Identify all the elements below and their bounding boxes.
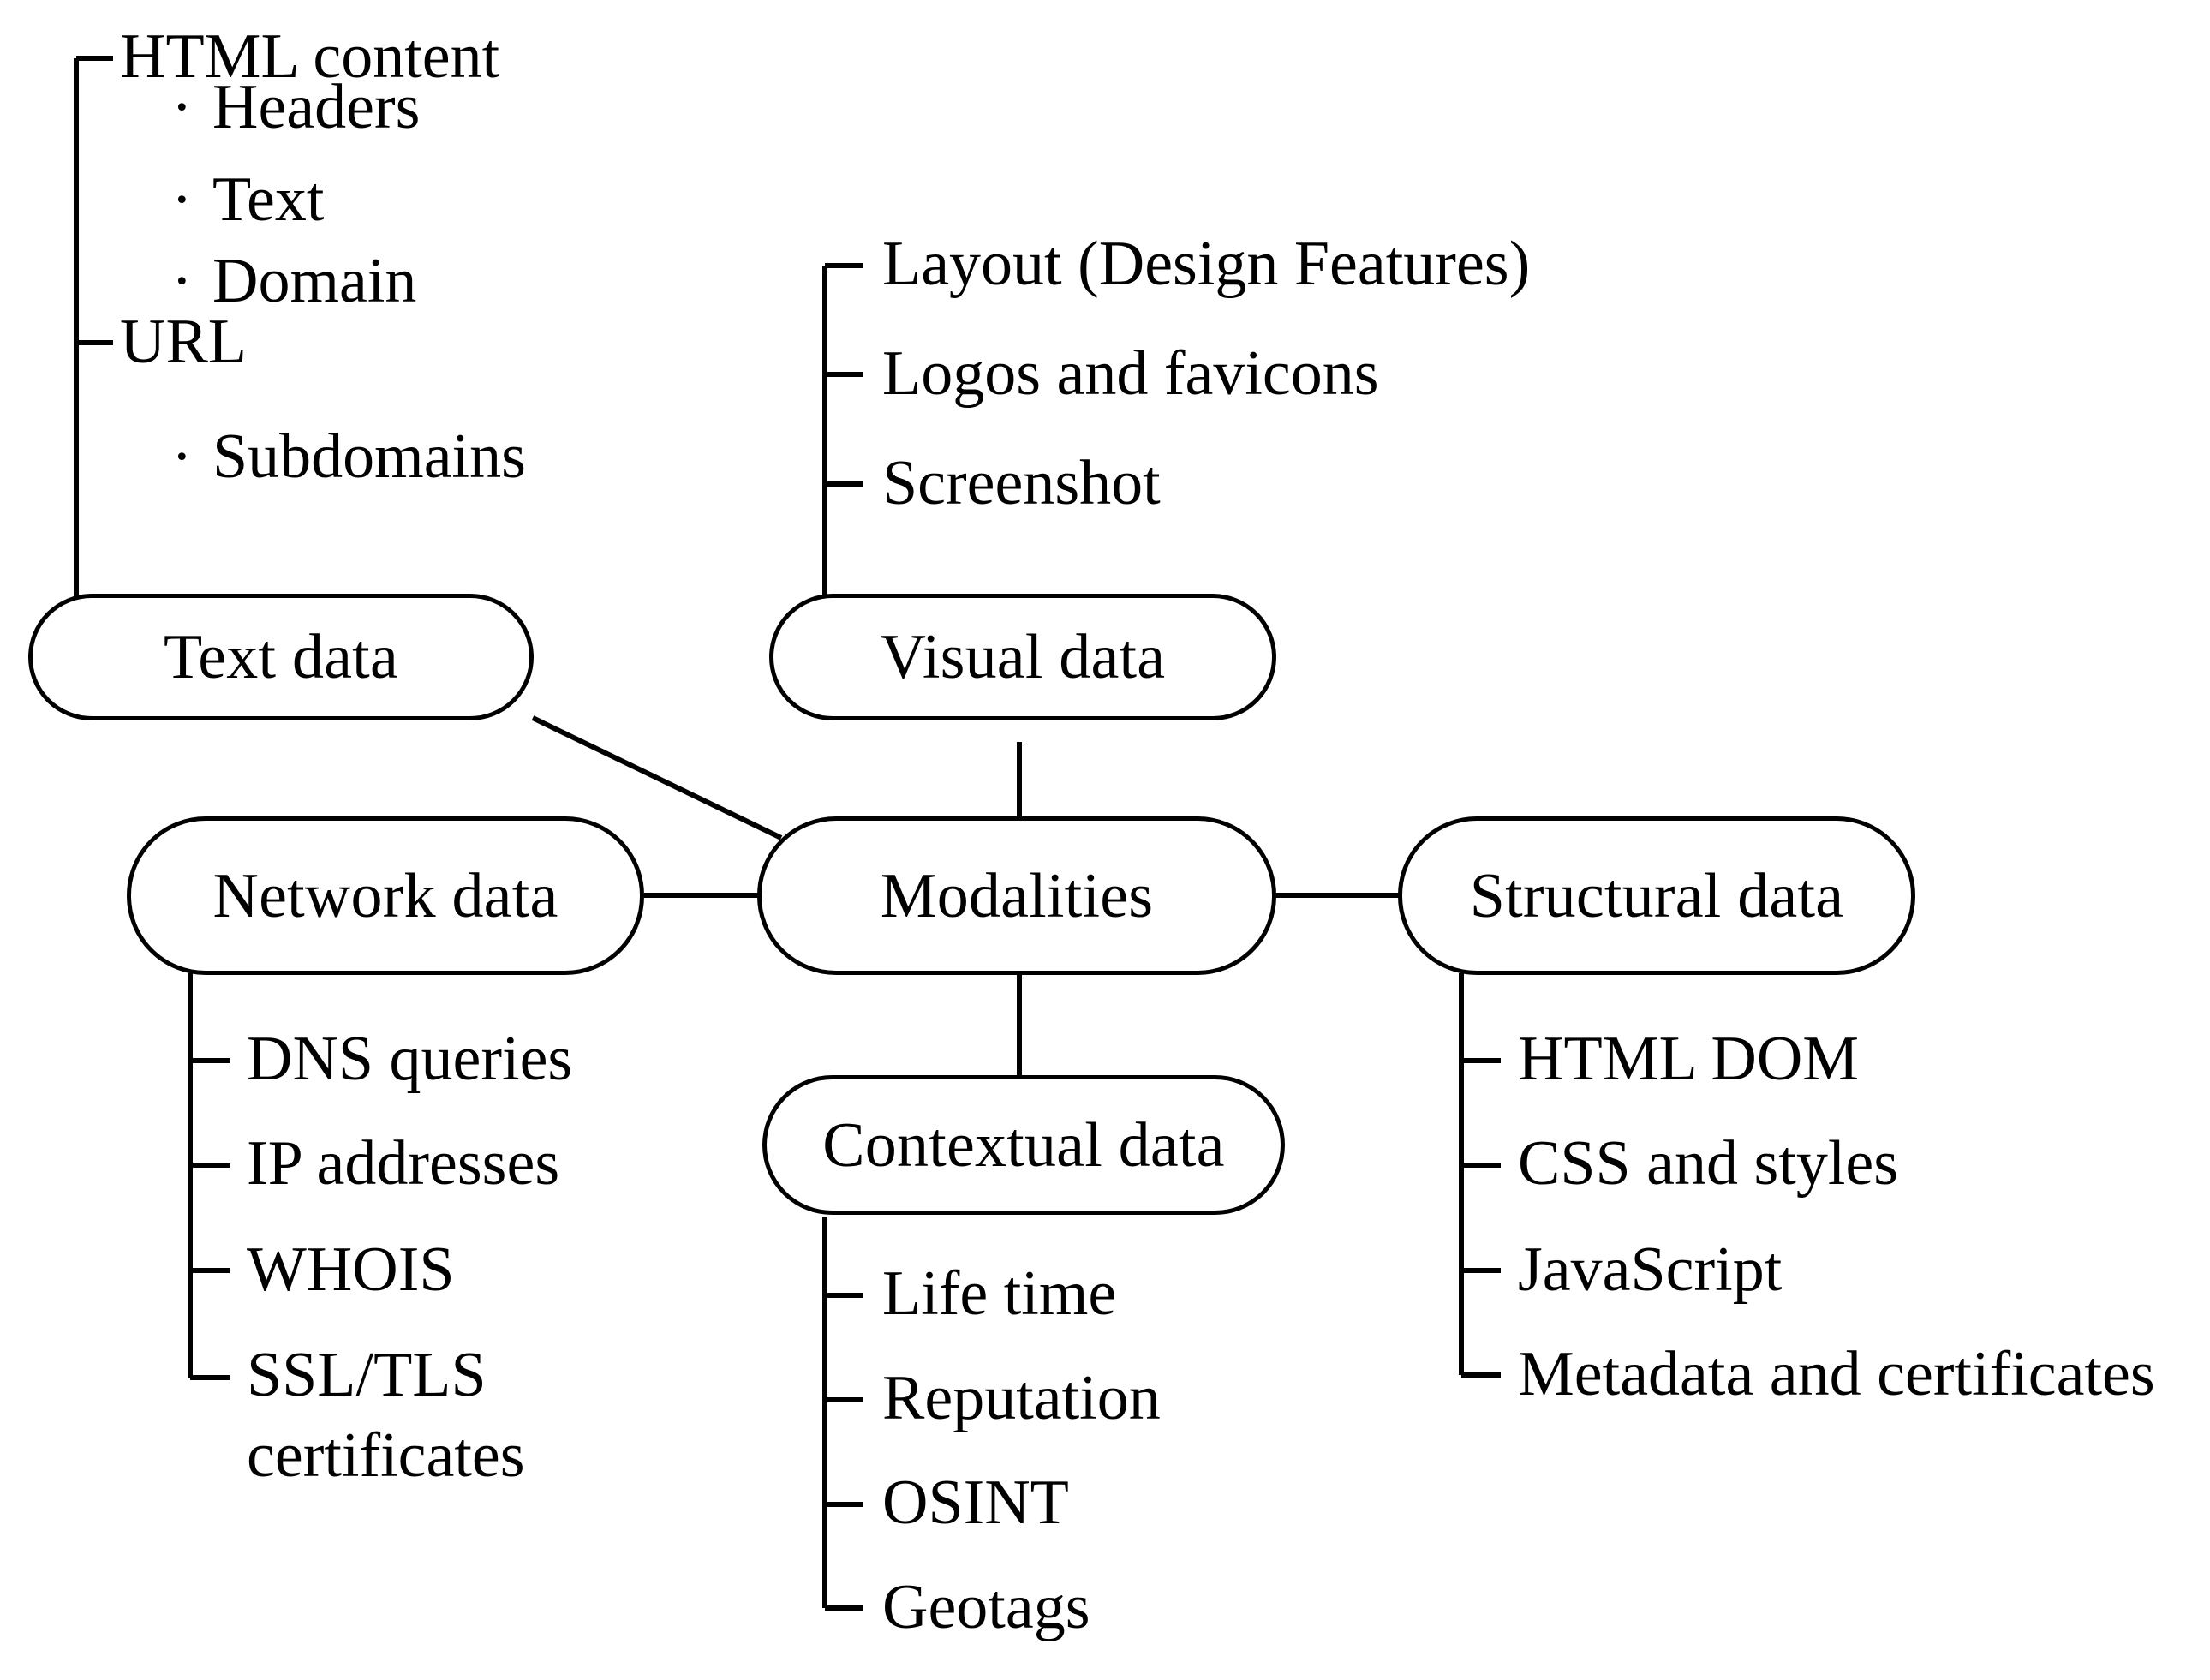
bullet-icon: ·	[171, 421, 193, 492]
node-visual-data[interactable]: Visual data	[769, 594, 1276, 720]
leaf-whois: WHOIS	[247, 1235, 455, 1305]
leaf-html-content: HTML content	[120, 21, 500, 92]
leaf-css-and-styles: CSS and styles	[1518, 1128, 1899, 1199]
leaf-logos-and-favicons: Logos and favicons	[882, 338, 1379, 409]
leaf-subdomains-label: Subdomains	[212, 421, 526, 492]
leaf-javascript: JavaScript	[1518, 1235, 1783, 1305]
bullet-icon: ·	[171, 164, 193, 235]
leaf-domain-label: Domain	[212, 246, 417, 316]
leaf-domain: · Domain	[171, 249, 416, 313]
leaf-subdomains: · Subdomains	[171, 425, 526, 488]
leaf-geotags: Geotags	[882, 1572, 1090, 1642]
leaf-url: URL	[120, 307, 247, 377]
leaf-layout-design-features: Layout (Design Features)	[882, 229, 1531, 299]
leaf-text: · Text	[171, 168, 324, 231]
bullet-icon: ·	[171, 72, 193, 142]
leaf-osint: OSINT	[882, 1468, 1069, 1538]
leaf-headers: · Headers	[171, 75, 420, 139]
bullet-icon: ·	[171, 246, 193, 316]
leaf-text-label: Text	[212, 164, 325, 235]
node-contextual-data[interactable]: Contextual data	[762, 1075, 1285, 1215]
leaf-screenshot: Screenshot	[882, 448, 1161, 518]
node-modalities[interactable]: Modalities	[757, 816, 1276, 975]
leaf-html-dom: HTML DOM	[1518, 1024, 1860, 1094]
leaf-metadata-and-certificates: Metadata and certificates	[1518, 1339, 2155, 1409]
node-structural-data[interactable]: Structural data	[1398, 816, 1915, 975]
leaf-ip-addresses: IP addresses	[247, 1128, 560, 1199]
node-text-data[interactable]: Text data	[28, 594, 534, 720]
leaf-ssl-tls-certificates-line2: certificates	[247, 1420, 525, 1491]
leaf-life-time: Life time	[882, 1259, 1117, 1329]
leaf-ssl-tls-certificates-line1: SSL/TLS	[247, 1340, 487, 1410]
leaf-dns-queries: DNS queries	[247, 1024, 573, 1094]
leaf-headers-label: Headers	[212, 72, 421, 142]
leaf-reputation: Reputation	[882, 1363, 1161, 1433]
node-network-data[interactable]: Network data	[127, 816, 644, 975]
